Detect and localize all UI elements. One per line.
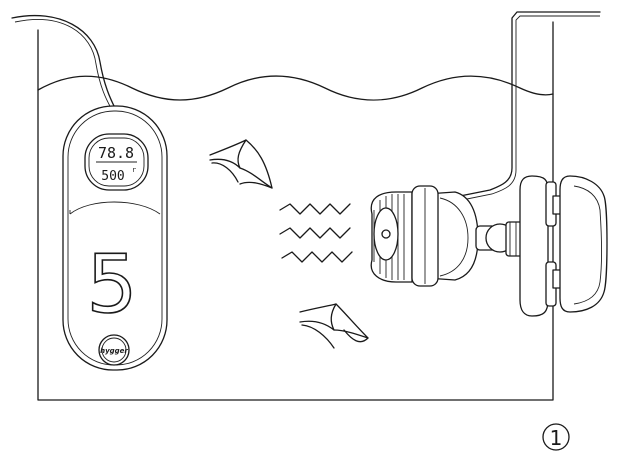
pump-cable bbox=[459, 11, 601, 197]
water-flow-arrow-bottom bbox=[299, 303, 369, 349]
step-marker-number: 1 bbox=[550, 426, 563, 450]
level-number: 5 bbox=[87, 238, 138, 331]
magnetic-mount bbox=[519, 175, 608, 317]
flow-rate-readout: 500 bbox=[101, 169, 124, 184]
controller-divider bbox=[69, 201, 161, 215]
controller-cable-inner bbox=[14, 19, 112, 109]
step-marker: 1 bbox=[542, 423, 570, 451]
mount-outer-magnet bbox=[559, 175, 608, 313]
wave-maker-pump bbox=[370, 185, 527, 287]
water-flow-arrow-top bbox=[209, 139, 273, 189]
display-screen bbox=[88, 137, 145, 187]
water-output-waves bbox=[279, 203, 353, 263]
brand-logo-text: hygger bbox=[100, 347, 128, 355]
nozzle-center bbox=[381, 229, 391, 239]
water-surface bbox=[37, 75, 554, 101]
mount-inner-plate bbox=[519, 175, 549, 317]
temperature-readout: 78.8 bbox=[98, 144, 134, 162]
brand-logo-button bbox=[98, 334, 130, 366]
flow-controller: 78.8 500 r 5 hygger bbox=[62, 105, 168, 371]
step-marker-circle bbox=[542, 423, 570, 451]
flow-rate-unit: r bbox=[132, 166, 136, 174]
controller-cable bbox=[11, 14, 116, 109]
